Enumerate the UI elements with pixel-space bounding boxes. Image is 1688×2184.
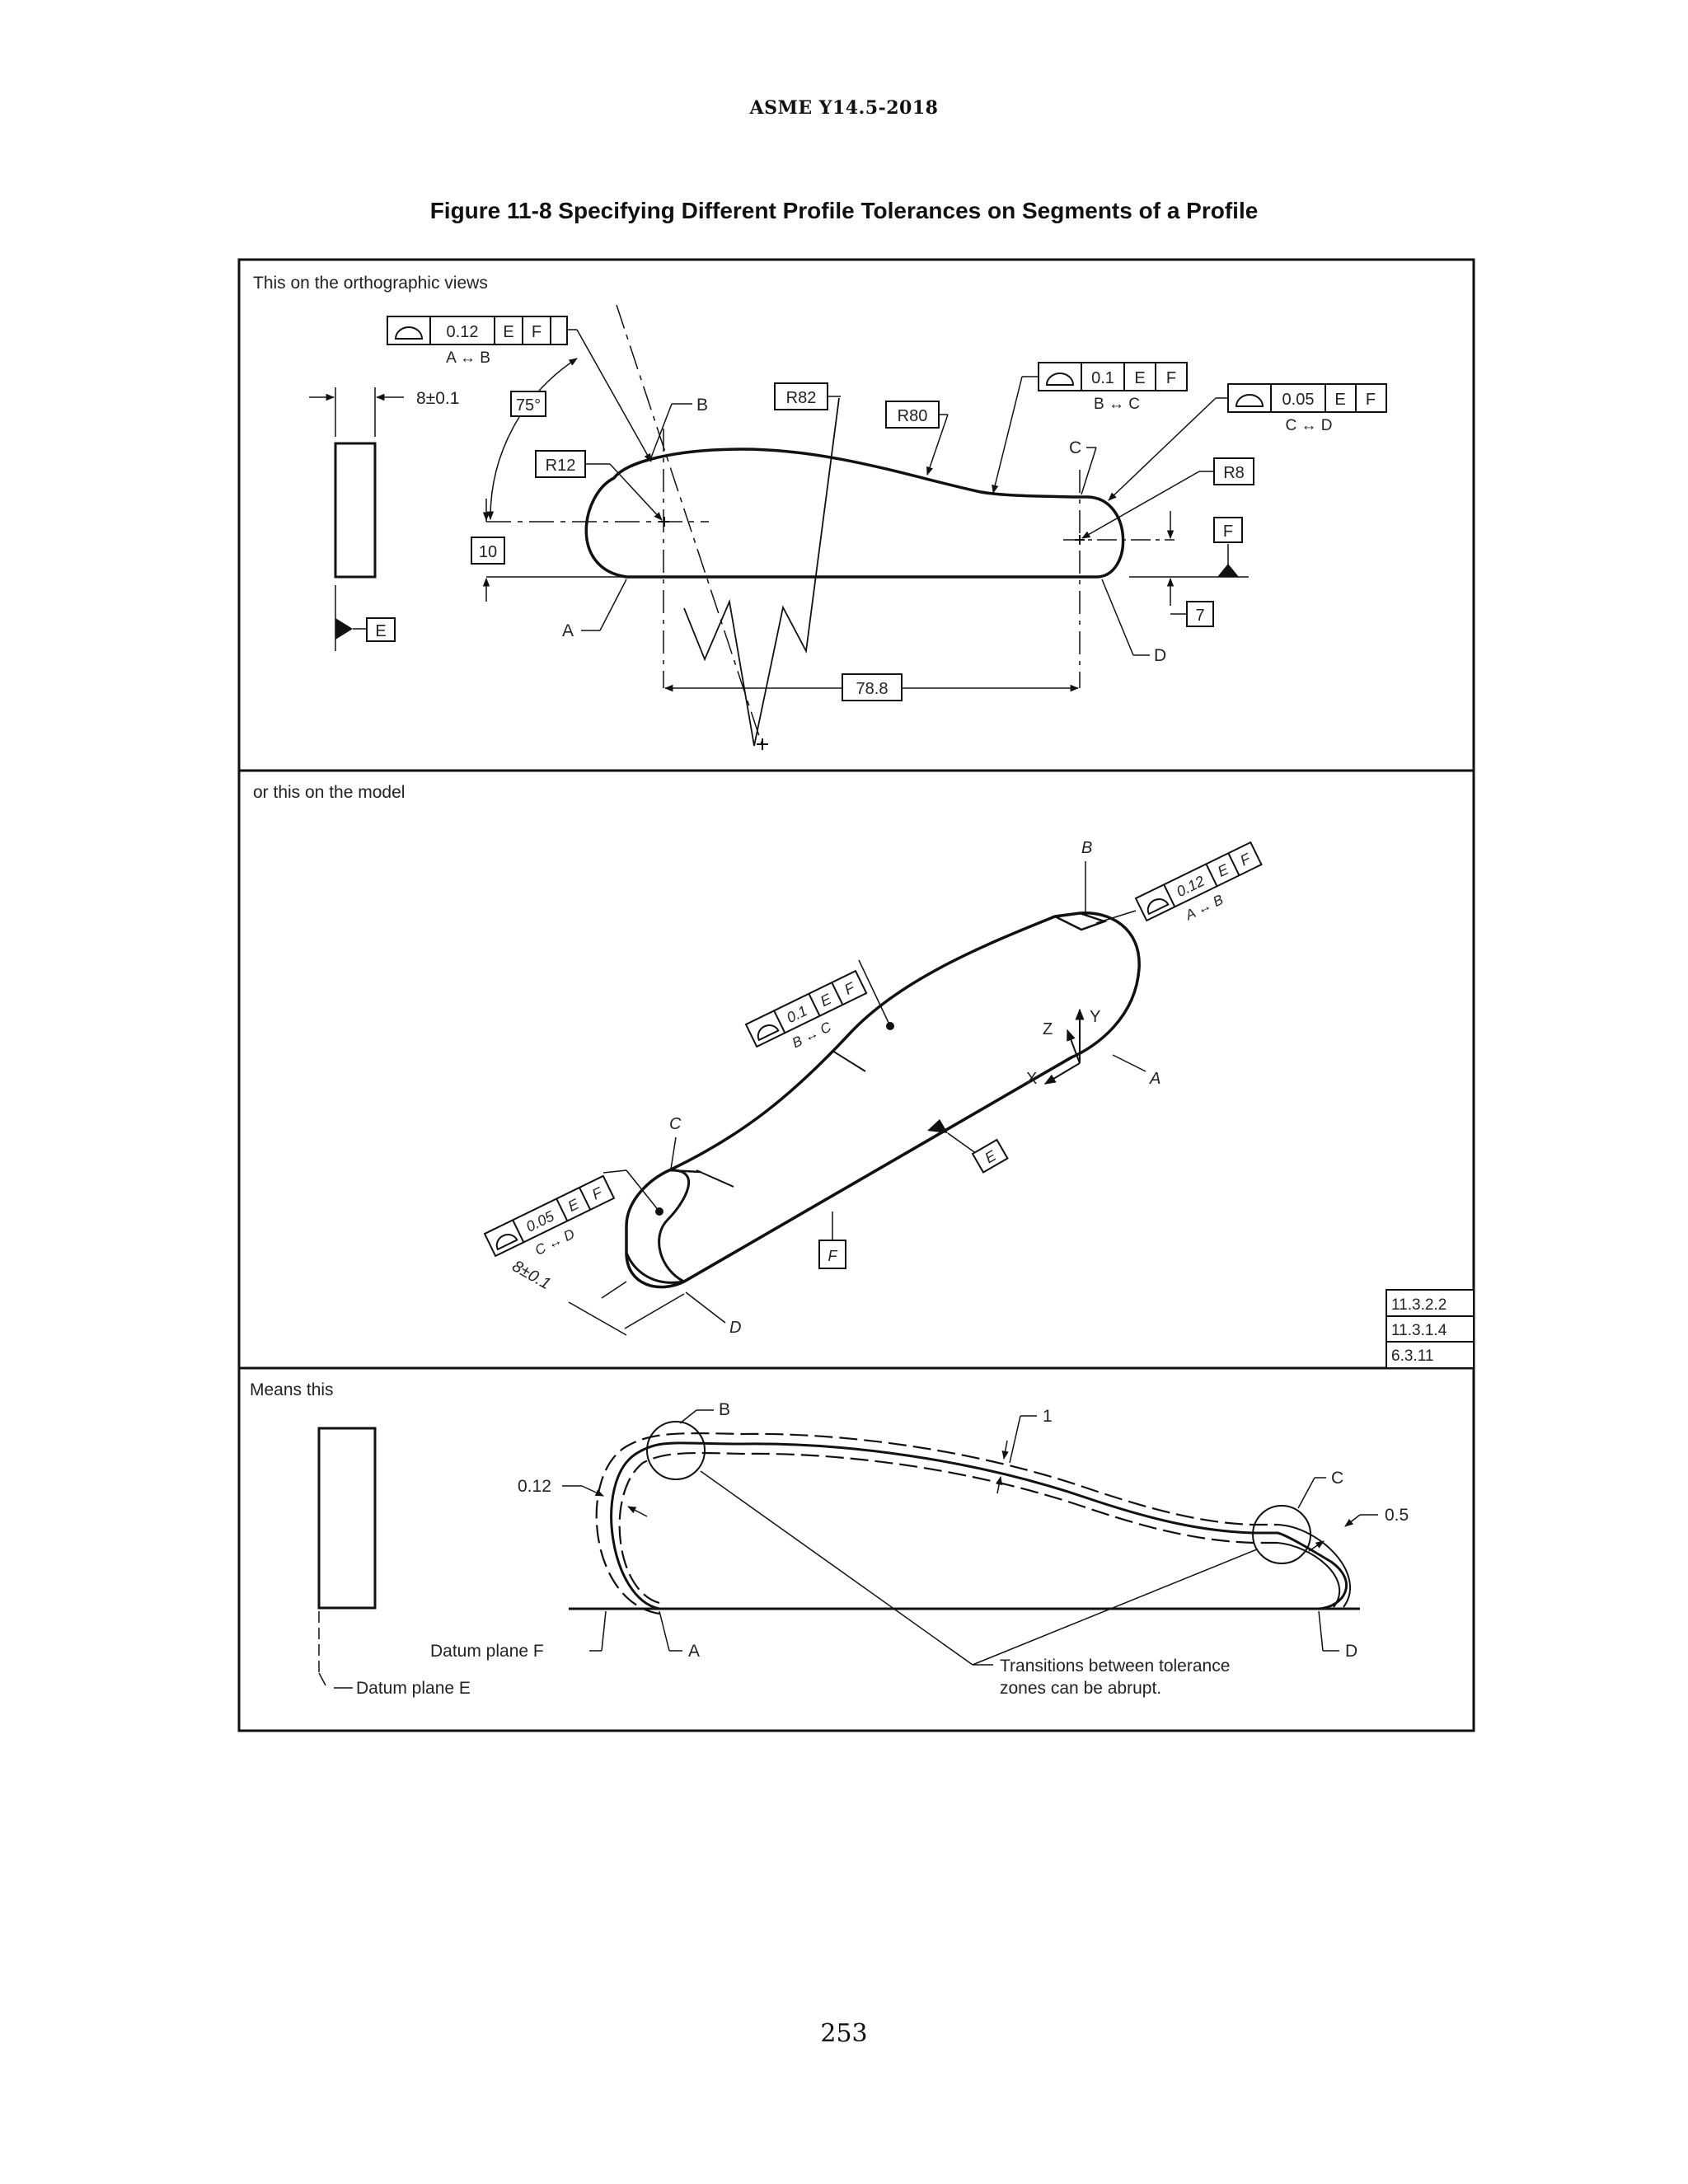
axis-y-label: Y bbox=[1090, 1008, 1100, 1026]
reference-table: 11.3.2.2 11.3.1.4 6.3.11 bbox=[1386, 1289, 1475, 1369]
right-height-dim: 7 bbox=[1195, 607, 1204, 625]
radius-r12: R12 bbox=[546, 457, 576, 475]
model-fcf-a-b: 0.12 E F A ↔ B bbox=[1134, 841, 1263, 924]
profile-surface-icon bbox=[757, 1024, 780, 1042]
model-thickness: 8±0.1 bbox=[509, 1257, 554, 1293]
point-a-label: A bbox=[562, 621, 574, 640]
fcf-bc-datum1: E bbox=[1134, 369, 1145, 387]
datum-e-label: E bbox=[375, 622, 386, 640]
profile-surface-icon bbox=[1045, 373, 1075, 386]
model-point-a: A bbox=[1149, 1070, 1160, 1088]
ref-2: 11.3.1.4 bbox=[1391, 1322, 1447, 1339]
meaning-point-b: B bbox=[719, 1400, 730, 1419]
zone-inner-boundary bbox=[618, 1451, 1278, 1605]
point-b-label: B bbox=[696, 396, 708, 415]
ref-3: 6.3.11 bbox=[1391, 1347, 1433, 1365]
meaning-point-d: D bbox=[1345, 1642, 1357, 1661]
fcf-ab-tolerance: 0.12 bbox=[447, 323, 479, 341]
model-datum-f-box bbox=[818, 1240, 846, 1269]
datum-e-box bbox=[366, 617, 396, 642]
panel-meaning: Means this Datum plane E B C A D 0. bbox=[250, 1380, 1409, 1698]
model-point-c: C bbox=[669, 1115, 682, 1133]
side-view-part bbox=[334, 442, 377, 579]
fcf-cd-tolerance: 0.05 bbox=[1282, 391, 1315, 409]
fcf-ab-datum2: F bbox=[532, 323, 542, 341]
datum-f-label: F bbox=[1223, 523, 1233, 541]
datum-f-triangle bbox=[1217, 564, 1239, 577]
panel-model: or this on the model Y Z X B A C D E bbox=[253, 783, 1475, 1369]
model-top-face bbox=[625, 911, 1141, 1289]
fcf-bc-between: B ↔ C bbox=[1094, 396, 1140, 413]
point-c-label: C bbox=[1069, 438, 1081, 457]
model-point-b: B bbox=[1081, 839, 1092, 857]
height-dim: 10 bbox=[479, 543, 497, 561]
panel-bot-caption: Means this bbox=[250, 1380, 334, 1399]
radius-r82: R82 bbox=[786, 389, 817, 407]
fcf-a-b: 0.12 E F A ↔ B bbox=[387, 316, 652, 462]
fcf-c-d: 0.05 E F C ↔ D bbox=[1108, 383, 1387, 501]
transition-note-line2: zones can be abrupt. bbox=[1000, 1679, 1161, 1698]
datum-f-box bbox=[1213, 517, 1243, 543]
meaning-point-c: C bbox=[1331, 1469, 1343, 1488]
datum-e-plane-label: Datum plane E bbox=[356, 1679, 471, 1698]
meaning-side-view bbox=[317, 1427, 377, 1610]
profile-surface-icon bbox=[1235, 394, 1264, 407]
point-d-label: D bbox=[1154, 646, 1166, 665]
front-view-profile bbox=[584, 448, 1125, 579]
figure-frame bbox=[237, 258, 1475, 1732]
fcf-cd-datum1: E bbox=[1334, 391, 1345, 409]
tolerance-012: 0.12 bbox=[518, 1477, 551, 1496]
panel-mid-caption: or this on the model bbox=[253, 783, 405, 802]
transition-note-line1: Transitions between tolerance bbox=[1000, 1657, 1230, 1675]
radius-r8: R8 bbox=[1223, 464, 1245, 482]
profile-surface-icon bbox=[495, 1234, 518, 1251]
ref-1: 11.3.2.2 bbox=[1391, 1296, 1447, 1314]
fcf-bc-datum2: F bbox=[1166, 369, 1176, 387]
tolerance-05: 0.5 bbox=[1385, 1506, 1409, 1525]
figure-title: Figure 11-8 Specifying Different Profile… bbox=[429, 198, 1259, 223]
model-fcf-b-c: 0.1 E F B ↔ C bbox=[744, 969, 868, 1051]
axis-z-label: Z bbox=[1043, 1020, 1053, 1038]
length-dim: 78.8 bbox=[856, 680, 889, 698]
panel-orthographic: This on the orthographic views 8±0.1 E 7… bbox=[253, 274, 1387, 750]
fcf-cd-datum2: F bbox=[1366, 391, 1376, 409]
model-point-d: D bbox=[729, 1319, 741, 1337]
axis-x-label: X bbox=[1026, 1070, 1037, 1088]
fcf-bc-tolerance: 0.1 bbox=[1091, 369, 1114, 387]
thickness-dim: 8±0.1 bbox=[416, 389, 459, 408]
zone-label-1: 1 bbox=[1043, 1407, 1053, 1426]
meaning-point-a: A bbox=[688, 1642, 700, 1661]
model-fcf-c-d: 0.05 E F C ↔ D bbox=[483, 1174, 616, 1258]
datum-f-plane-label: Datum plane F bbox=[430, 1642, 544, 1661]
panel-top-caption: This on the orthographic views bbox=[253, 274, 488, 293]
fcf-b-c: 0.1 E F B ↔ C bbox=[992, 362, 1188, 494]
actual-profile bbox=[610, 1441, 1348, 1610]
fcf-ab-between: A ↔ B bbox=[446, 349, 490, 367]
profile-surface-icon bbox=[1146, 898, 1170, 916]
profile-surface-icon bbox=[394, 326, 424, 340]
radius-r80: R80 bbox=[898, 407, 928, 425]
angle-dim: 75° bbox=[516, 396, 541, 415]
fcf-cd-between: C ↔ D bbox=[1286, 417, 1333, 434]
standard-header: ASME Y14.5-2018 bbox=[749, 97, 939, 119]
page-number: 253 bbox=[820, 2019, 868, 2048]
model-datum-f: F bbox=[828, 1248, 838, 1264]
fcf-ab-datum1: E bbox=[503, 323, 513, 341]
zone-outer-boundary bbox=[595, 1432, 1278, 1615]
model-datum-e-box bbox=[971, 1138, 1009, 1174]
datum-e-triangle bbox=[335, 618, 353, 640]
